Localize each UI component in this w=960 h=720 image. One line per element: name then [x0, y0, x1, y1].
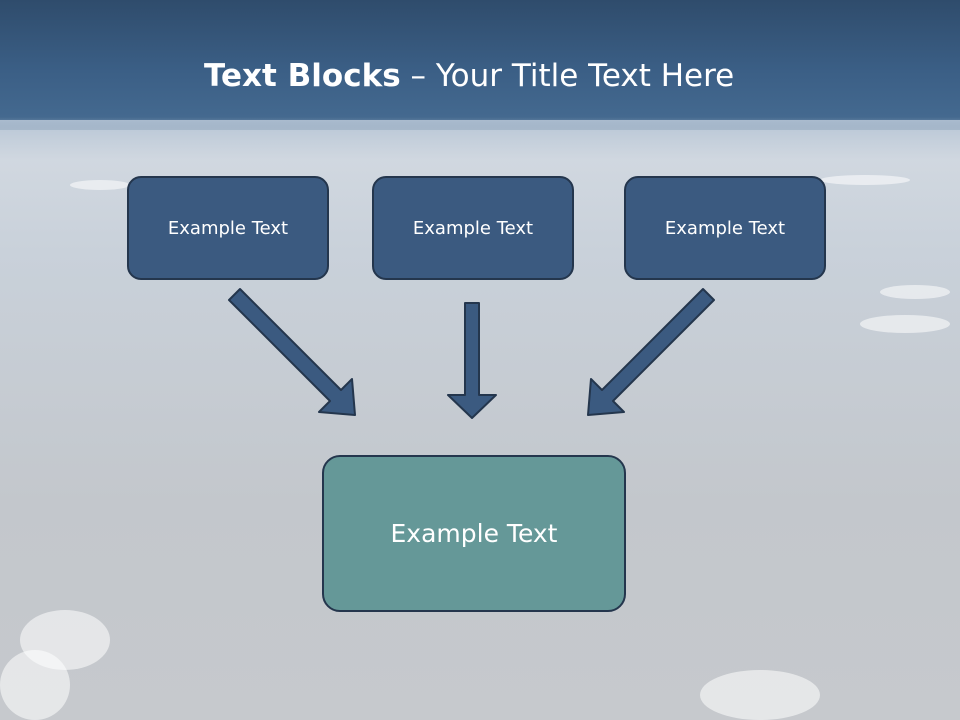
page-title: Text Blocks – Your Title Text Here: [204, 52, 734, 100]
text-block-result: Example Text: [322, 455, 626, 612]
title-rest: – Your Title Text Here: [400, 58, 735, 94]
header-band: [0, 0, 960, 130]
arrow-left-diagonal: [228, 288, 356, 416]
horizon-glow: [0, 120, 960, 160]
text-block-3: Example Text: [624, 176, 826, 280]
text-block-label: Example Text: [664, 217, 786, 239]
ice-floe: [700, 670, 820, 720]
ice-floe: [820, 175, 910, 185]
title-bold: Text Blocks: [204, 58, 401, 94]
arrow-center-down: [447, 302, 497, 419]
text-block-2: Example Text: [372, 176, 574, 280]
text-block-label: Example Text: [412, 217, 534, 239]
text-block-result-label: Example Text: [390, 519, 558, 548]
text-block-label: Example Text: [167, 217, 289, 239]
arrow-right-diagonal: [587, 288, 715, 416]
ice-floe: [0, 650, 70, 720]
text-block-1: Example Text: [127, 176, 329, 280]
ice-floe: [860, 315, 950, 333]
ice-floe: [880, 285, 950, 299]
ice-floe: [70, 180, 130, 190]
